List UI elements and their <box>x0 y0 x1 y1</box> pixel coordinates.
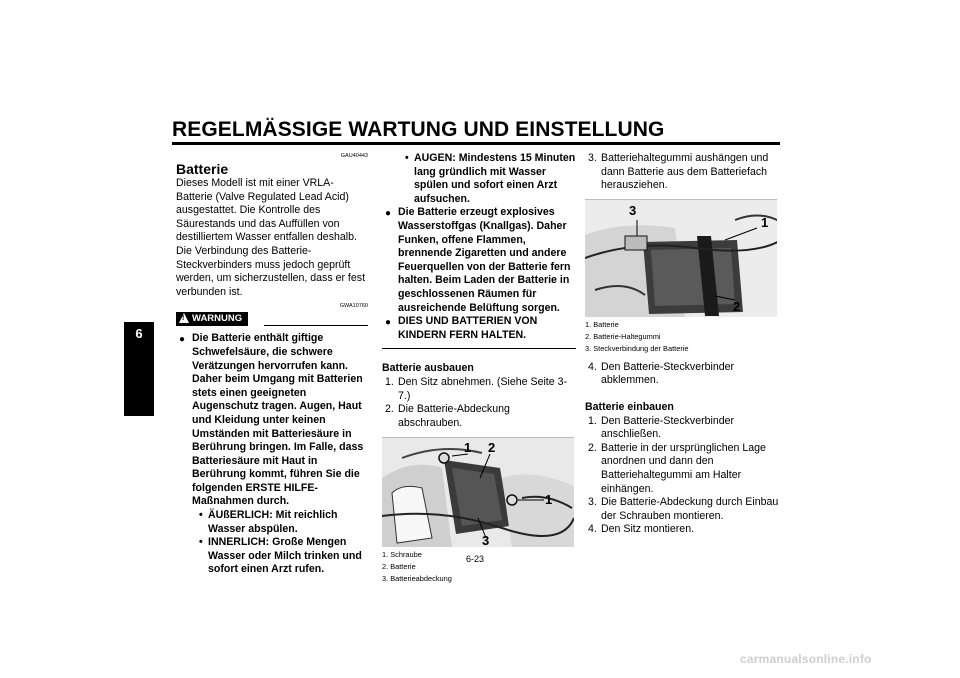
chapter-tab: 6 <box>124 322 154 416</box>
caption-item: 1. Batterie <box>585 319 619 329</box>
callout-1-right: 1 <box>545 492 553 508</box>
column-2: • AUGEN: Mindestens 15 Minuten lang grün… <box>382 152 576 585</box>
warning-bullet-3: ● DIES UND BATTERIEN VON KINDERN FERN HA… <box>385 315 538 341</box>
warning-rule <box>264 325 368 327</box>
warning-code: GWA10760 <box>339 303 368 310</box>
bullet-icon: ● <box>179 334 186 346</box>
removal-step-2: 2. Die Batterie-Abdeckung abschrauben. <box>385 403 510 429</box>
removal-heading: Batterie ausbauen <box>382 362 474 375</box>
install-step-2: 2. Batterie in der ursprünglichen Lage a… <box>588 441 766 495</box>
battery-cover-photo: 1 2 1 3 <box>382 437 574 548</box>
intro-paragraph: Dieses Modell ist mit einer VRLA-Batteri… <box>176 177 366 298</box>
removal-step-3: 3. Batteriehaltegummi aushängen und dann… <box>588 152 769 192</box>
battery-photo: 3 1 2 <box>585 198 777 317</box>
first-aid-external: • ÄUßERLICH: Mit reichlich Wasser abspül… <box>199 509 338 535</box>
caption-item: 3. Batterieabdeckung <box>382 574 452 584</box>
install-step-4: 4. Den Sitz montieren. <box>588 523 695 536</box>
install-step-1: 1. Den Batterie-Steckverbinder anschließ… <box>588 414 735 441</box>
callout-2: 2 <box>733 298 741 314</box>
bullet-icon: ● <box>385 317 392 329</box>
warning-header: ! WARNUNG <box>176 312 368 327</box>
caption-item: 2. Batterie-Haltegummi <box>585 331 661 341</box>
title-rule <box>172 142 780 145</box>
sub-bullet-icon: • <box>405 152 409 164</box>
warning-bullet-1: ● Die Batterie enthält giftige Schwefels… <box>179 332 364 508</box>
column-1: GAU40443 Batterie Dieses Modell ist mit … <box>176 152 368 577</box>
sub-bullet-icon: • <box>199 536 203 549</box>
bullet-icon: ● <box>385 208 392 220</box>
column-3: 3. Batteriehaltegummi aushängen und dann… <box>585 152 781 537</box>
warning-triangle-icon <box>179 313 189 324</box>
page-title: REGELMÄSSIGE WARTUNG UND EINSTELLUNG <box>172 118 665 141</box>
callout-3: 3 <box>629 202 637 218</box>
warning-badge: ! WARNUNG <box>176 312 249 327</box>
removal-step-4: 4. Den Batterie-Steckverbinder abklemmen… <box>588 360 735 387</box>
footer-watermark: carmanualsonline.info <box>740 652 872 666</box>
chapter-number: 6 <box>135 326 143 341</box>
caption-item: 1. Schraube <box>382 550 422 560</box>
sub-bullet-icon: • <box>199 509 203 522</box>
install-heading: Batterie einbauen <box>585 400 674 413</box>
first-aid-internal: • INNERLICH: Große Mengen Wasser oder Mi… <box>199 536 362 576</box>
caption-item: 3. Steckverbindung der Batterie <box>585 343 689 353</box>
callout-1-top: 1 <box>464 440 472 456</box>
warning-label: WARNUNG <box>192 313 243 325</box>
first-aid-eyes: • AUGEN: Mindestens 15 Minuten lang grün… <box>405 152 576 205</box>
warning-bullet-2: ● Die Batterie erzeugt explosives Wasser… <box>385 206 571 314</box>
page-number: 6-23 <box>466 554 485 564</box>
photo-caption-list: 1. Schraube 2. Batterie 3. Batterieabdec… <box>382 549 576 585</box>
warning-end-rule <box>382 348 576 350</box>
exclamation-icon: ! <box>182 315 185 323</box>
section-code: GAU40443 <box>340 153 368 159</box>
callout-2: 2 <box>488 440 496 456</box>
install-step-3: 3. Die Batterie-Abdeckung durch Einbau d… <box>588 496 779 522</box>
caption-item: 2. Batterie <box>382 562 416 572</box>
callout-1: 1 <box>761 214 769 230</box>
removal-step-1: 1. Den Sitz abnehmen. (Siehe Seite 3-7.) <box>385 375 568 402</box>
callout-3: 3 <box>482 533 490 548</box>
photo-caption-list: 1. Batterie 2. Batterie-Haltegummi 3. St… <box>585 319 781 355</box>
section-heading-batterie: Batterie <box>176 161 229 177</box>
